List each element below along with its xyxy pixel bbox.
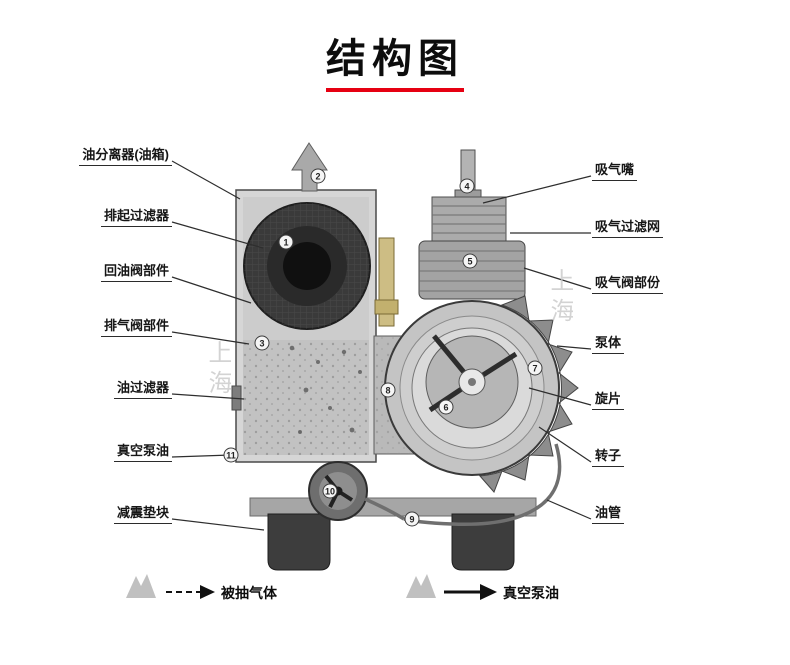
svg-text:10: 10 [325, 487, 335, 497]
marker: 3 [254, 335, 270, 351]
svg-text:5: 5 [467, 257, 472, 267]
part-label-oil-pipe: 油管 [592, 502, 625, 524]
suction-filter-housing [431, 196, 507, 242]
exhaust-filter [243, 202, 371, 330]
exhaust-arrow [291, 142, 328, 192]
oil-sump-texture [243, 340, 369, 455]
svg-text:3: 3 [259, 339, 264, 349]
part-label-suction-nozzle: 吸气嘴 [592, 159, 638, 181]
left-foot [267, 513, 331, 571]
watermark-logo [126, 574, 156, 598]
marker: 8 [380, 382, 396, 398]
part-markers: 1 2 3 4 5 6 7 8 9 10 11 [223, 168, 543, 527]
oil-droplets [289, 345, 362, 434]
gear-ring [478, 295, 579, 493]
part-label-rotor: 转子 [592, 445, 625, 467]
marker: 4 [459, 178, 475, 194]
part-label-oil-filter: 油过滤器 [113, 377, 172, 399]
svg-text:8: 8 [385, 386, 390, 396]
right-foot [451, 513, 515, 571]
part-label-suction-valve: 吸气阀部份 [592, 272, 664, 294]
part-label-vacuum-pump-oil: 真空泵油 [113, 440, 172, 462]
legend-dashed-label: 被抽气体 [221, 585, 277, 601]
svg-text:2: 2 [315, 172, 320, 182]
oil-return-valve [374, 237, 399, 327]
svg-text:4: 4 [464, 182, 469, 192]
leader-lines [171, 160, 592, 531]
svg-text:6: 6 [443, 403, 448, 413]
marker: 10 [322, 483, 338, 499]
part-label-oil-return-valve: 回油阀部件 [100, 260, 172, 282]
part-label-pump-body: 泵体 [592, 332, 625, 354]
part-label-shock-pad: 减震垫块 [113, 502, 172, 524]
marker: 5 [462, 253, 478, 269]
title-underline [326, 88, 464, 92]
watermark-logo [406, 574, 436, 598]
legend-solid-arrow [444, 584, 497, 600]
part-label-exhaust-valve: 排气阀部件 [100, 315, 172, 337]
marker: 6 [438, 399, 454, 415]
svg-text:9: 9 [409, 515, 414, 525]
svg-text:11: 11 [226, 451, 236, 461]
marker: 9 [404, 511, 420, 527]
marker: 11 [223, 447, 239, 463]
marker: 2 [310, 168, 326, 184]
suction-valve-block [418, 240, 526, 300]
rotor-shaft [468, 378, 476, 386]
part-label-suction-screen: 吸气过滤网 [592, 216, 664, 238]
svg-text:1: 1 [283, 238, 288, 248]
legend-solid-label: 真空泵油 [503, 585, 559, 601]
page-title: 结构图 [326, 37, 464, 81]
svg-text:7: 7 [532, 364, 537, 374]
marker: 7 [527, 360, 543, 376]
marker: 1 [278, 234, 294, 250]
oil-pump [308, 461, 368, 521]
part-label-exhaust-filter: 排起过滤器 [100, 205, 172, 227]
part-label-vane: 旋片 [592, 388, 625, 410]
part-label-oil-separator: 油分离器(油箱) [79, 144, 172, 166]
legend-dashed-arrow [166, 585, 215, 599]
